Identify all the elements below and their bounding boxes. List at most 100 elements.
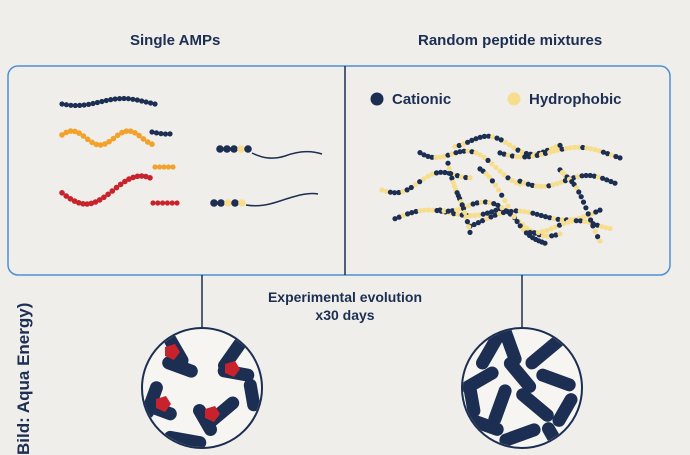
mixture-bead	[585, 211, 591, 217]
mixture-bead	[604, 177, 610, 183]
mixture-bead	[594, 222, 601, 228]
resistance-patch	[165, 344, 180, 360]
mixture-bead	[597, 207, 603, 213]
mixture-bead	[463, 174, 469, 181]
mixture-bead	[580, 144, 586, 151]
mixture-bead	[496, 211, 502, 217]
mixture-bead	[522, 154, 528, 160]
mixture-bead	[438, 169, 444, 175]
amp-bead	[106, 138, 112, 145]
mixture-bead	[480, 211, 486, 217]
amp-bead	[217, 199, 225, 207]
mixture-bead	[542, 240, 548, 246]
mixture-bead	[441, 208, 447, 214]
mixture-bead	[449, 151, 455, 157]
mixture-bead	[459, 174, 465, 180]
mixture-bead	[508, 208, 514, 215]
mixture-bead	[421, 207, 427, 213]
amp-bead	[97, 142, 104, 148]
mixture-bead	[511, 145, 517, 151]
amp-bead	[147, 175, 153, 181]
mixture-bead	[497, 168, 503, 174]
mixture-bead	[575, 174, 581, 180]
susceptible-bacteria	[463, 329, 578, 447]
mixture-bead	[457, 149, 463, 155]
bacterium	[218, 337, 246, 373]
mixture-bead	[429, 154, 435, 160]
amp-bead	[155, 200, 161, 206]
bacterium	[498, 329, 522, 366]
mixture-bead	[437, 154, 443, 160]
mixture-bead	[544, 227, 550, 234]
mixture-bead	[445, 160, 451, 166]
amp-bead	[223, 145, 231, 153]
mixture-bead	[608, 178, 614, 185]
mixture-bead	[550, 182, 556, 188]
mixture-bead	[462, 209, 468, 215]
mixture-bead	[583, 172, 589, 179]
mixture-bead	[519, 149, 525, 155]
mixture-bead	[491, 201, 497, 207]
mixture-bead	[473, 150, 479, 156]
amp-bead	[231, 199, 239, 207]
mixture-bead	[498, 137, 504, 143]
mixture-bead	[540, 233, 547, 239]
amp-bead	[63, 102, 69, 108]
mixture-bead	[387, 189, 393, 195]
resistance-patch	[156, 396, 171, 412]
panels-frame	[7, 65, 671, 276]
mixture-bead	[600, 175, 606, 181]
amp-bead	[113, 184, 120, 191]
mixture-bead	[469, 149, 475, 155]
amp-bead	[139, 98, 145, 104]
mixture-bead	[576, 189, 582, 195]
mixture-bead	[445, 208, 451, 214]
mixture-bead	[433, 170, 440, 176]
mixture-bead	[526, 209, 532, 215]
amp-bead	[170, 164, 176, 170]
mixture-bead	[499, 192, 505, 198]
amp-bead	[134, 97, 140, 103]
bacterium	[162, 356, 198, 378]
bacterium	[143, 399, 177, 421]
amp-bead	[148, 100, 154, 106]
experimental-evolution-label: Experimental evolution	[267, 289, 423, 305]
mixture-bead	[599, 223, 605, 230]
amp-bead	[143, 99, 149, 105]
resistance-patch	[205, 406, 220, 422]
mixture-bead	[501, 151, 507, 157]
mixture-bead	[492, 212, 498, 218]
mixture-bead	[485, 157, 491, 163]
amp-bead	[237, 145, 245, 153]
mixture-bead	[535, 229, 542, 236]
amp-bead	[99, 98, 105, 105]
mixture-bead	[484, 210, 490, 216]
resistant-bacteria-circle	[141, 327, 263, 449]
mixture-bead	[499, 205, 505, 211]
amp-bead	[63, 193, 69, 199]
mixture-bead	[453, 150, 459, 156]
amp-bead	[88, 200, 95, 207]
amp-bead	[230, 145, 238, 153]
mixture-bead	[408, 184, 414, 191]
amp-bead	[152, 101, 158, 107]
mixture-bead	[379, 187, 385, 193]
mixture-bead	[481, 133, 487, 139]
bacterium	[193, 404, 217, 436]
mixture-bead	[445, 152, 451, 158]
mixture-bead	[530, 153, 536, 159]
mixture-bead	[493, 207, 499, 213]
bacterium	[503, 357, 537, 393]
mixture-bead	[492, 182, 499, 188]
mixture-bead	[425, 153, 431, 159]
mixture-bead	[464, 219, 470, 225]
mixture-bead	[502, 198, 508, 204]
mixture-bead	[609, 152, 615, 158]
mixture-bead	[596, 148, 602, 154]
mixture-bead	[588, 146, 594, 152]
amp-bead	[101, 194, 107, 201]
amp-bead	[238, 199, 246, 207]
mixture-bead	[482, 199, 489, 205]
mixture-bead	[549, 233, 555, 239]
mixture-bead	[392, 216, 398, 222]
